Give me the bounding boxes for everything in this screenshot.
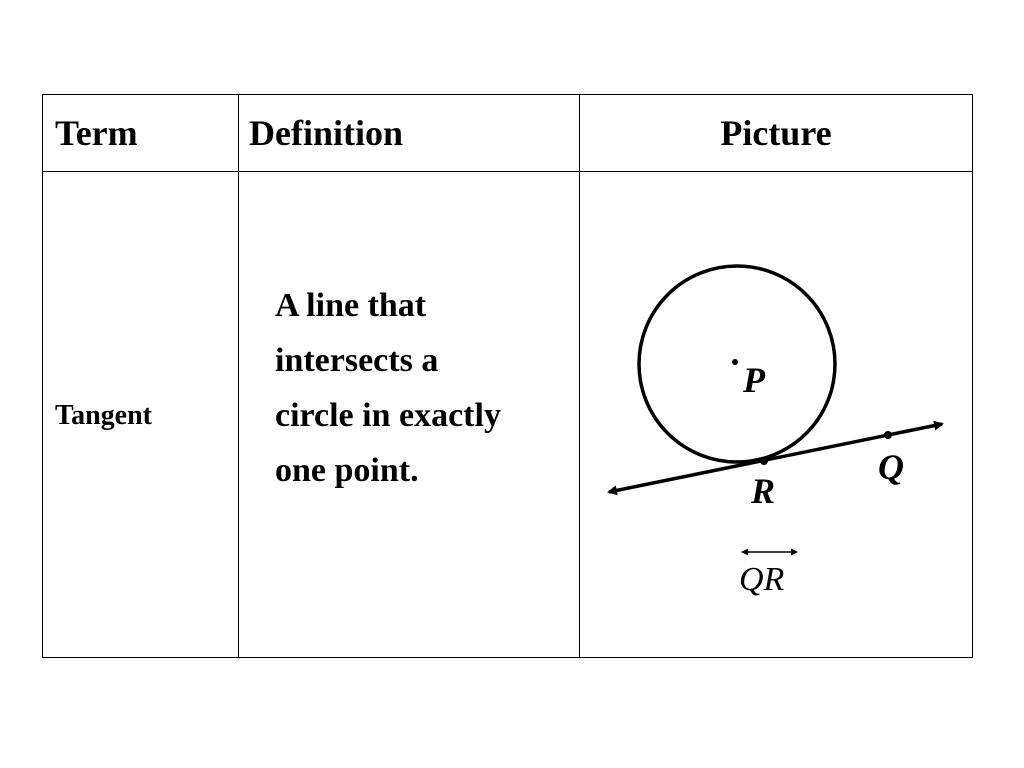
definition-cell: A line that intersects a circle in exact… (238, 171, 580, 658)
header-row: Term Definition Picture (42, 94, 973, 172)
line-notation-label: QR (739, 561, 785, 598)
header-term: Term (55, 113, 138, 153)
definition-text: A line that intersects a circle in exact… (275, 287, 501, 489)
center-label: P (742, 360, 766, 400)
line-point (884, 431, 892, 439)
tangent-diagram: P R Q QR (607, 264, 944, 598)
center-point (732, 359, 738, 365)
tangent-point-label: R (750, 471, 775, 511)
header-picture: Picture (720, 113, 832, 153)
header-cell-picture: Picture (579, 94, 973, 172)
line-point-label: Q (878, 447, 904, 487)
term-text: Tangent (55, 400, 153, 431)
tangent-point (760, 457, 768, 465)
header-cell-definition: Definition (238, 94, 580, 172)
header-definition: Definition (249, 113, 404, 153)
table-row: Tangent A line that intersects a circle … (42, 171, 973, 658)
definition-table: Term Definition Picture Tangent A line t… (42, 94, 973, 658)
header-cell-term: Term (42, 94, 239, 172)
term-cell: Tangent (42, 171, 239, 658)
picture-cell: P R Q QR (579, 171, 973, 658)
